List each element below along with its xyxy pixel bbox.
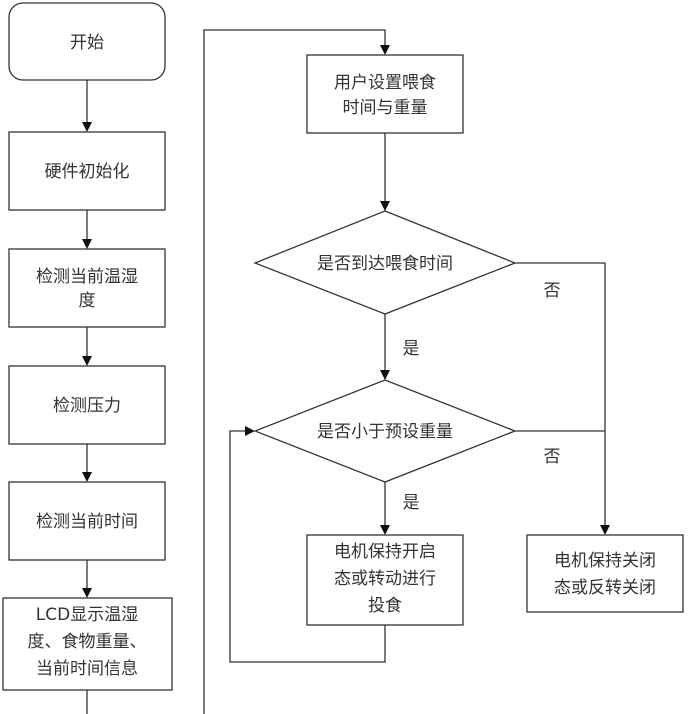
node-detect-time-label: 检测当前时间 bbox=[36, 512, 138, 532]
edge-label-feed-time-no: 否 bbox=[544, 281, 561, 301]
node-lcd-display-line-3: 当前时间信息 bbox=[36, 659, 138, 679]
node-lcd-display-line-2: 度、食物重量、 bbox=[28, 632, 147, 652]
edge-is-feed-time-no bbox=[515, 262, 610, 535]
edge-detect-time-to-lcd-display bbox=[82, 560, 92, 598]
node-hw-init-label: 硬件初始化 bbox=[45, 162, 130, 182]
edge-label-weight-yes: 是 bbox=[403, 493, 420, 513]
node-motor-off-line-1: 电机保持关闭 bbox=[554, 551, 656, 571]
node-is-feed-time: 是否到达喂食时间 bbox=[253, 210, 517, 315]
node-start: 开始 bbox=[8, 2, 166, 81]
node-lcd-display-line-1: LCD显示温湿 bbox=[36, 605, 138, 625]
node-below-weight-label: 是否小于预设重量 bbox=[317, 422, 453, 442]
node-user-set: 用户设置喂食 时间与重量 bbox=[306, 54, 464, 134]
node-is-feed-time-label: 是否到达喂食时间 bbox=[317, 254, 453, 274]
edge-detect-pressure-to-detect-time bbox=[82, 444, 92, 482]
edge-motor-on-loop-back bbox=[229, 426, 386, 663]
node-hw-init: 硬件初始化 bbox=[8, 131, 166, 211]
edge-is-feed-time-yes bbox=[380, 314, 390, 380]
node-start-label: 开始 bbox=[70, 33, 104, 53]
node-motor-on-line-1: 电机保持开启 bbox=[334, 542, 436, 562]
node-motor-off: 电机保持关闭 态或反转关闭 bbox=[526, 534, 684, 613]
node-motor-off-line-2: 态或反转关闭 bbox=[554, 578, 656, 598]
node-detect-pressure-label: 检测压力 bbox=[53, 396, 121, 416]
node-below-weight: 是否小于预设重量 bbox=[253, 379, 517, 483]
edge-lcd-display-to-user-set bbox=[203, 29, 390, 714]
node-motor-on-line-3: 投食 bbox=[368, 596, 402, 616]
node-detect-temp-hum-line-1: 检测当前温湿 bbox=[36, 267, 138, 287]
node-detect-time: 检测当前时间 bbox=[8, 481, 166, 561]
node-detect-temp-hum-line-2: 度 bbox=[79, 291, 96, 311]
edge-start-to-hw-init bbox=[82, 80, 92, 132]
edge-user-set-to-is-feed-time bbox=[380, 133, 390, 211]
edge-label-feed-time-yes: 是 bbox=[403, 339, 420, 359]
edge-label-weight-no: 否 bbox=[544, 447, 561, 467]
edge-hw-init-to-detect-temp-hum bbox=[82, 210, 92, 249]
edge-detect-temp-hum-to-detect-pressure bbox=[82, 327, 92, 366]
node-user-set-line-2: 时间与重量 bbox=[343, 98, 428, 118]
edge-below-weight-yes bbox=[380, 482, 390, 535]
node-motor-on: 电机保持开启 态或转动进行 投食 bbox=[306, 534, 464, 626]
node-detect-temp-hum: 检测当前温湿 度 bbox=[8, 248, 166, 328]
node-user-set-line-1: 用户设置喂食 bbox=[334, 73, 436, 93]
node-detect-pressure: 检测压力 bbox=[8, 365, 166, 445]
node-motor-on-line-2: 态或转动进行 bbox=[334, 569, 436, 589]
node-lcd-display: LCD显示温湿 度、食物重量、 当前时间信息 bbox=[2, 597, 173, 691]
